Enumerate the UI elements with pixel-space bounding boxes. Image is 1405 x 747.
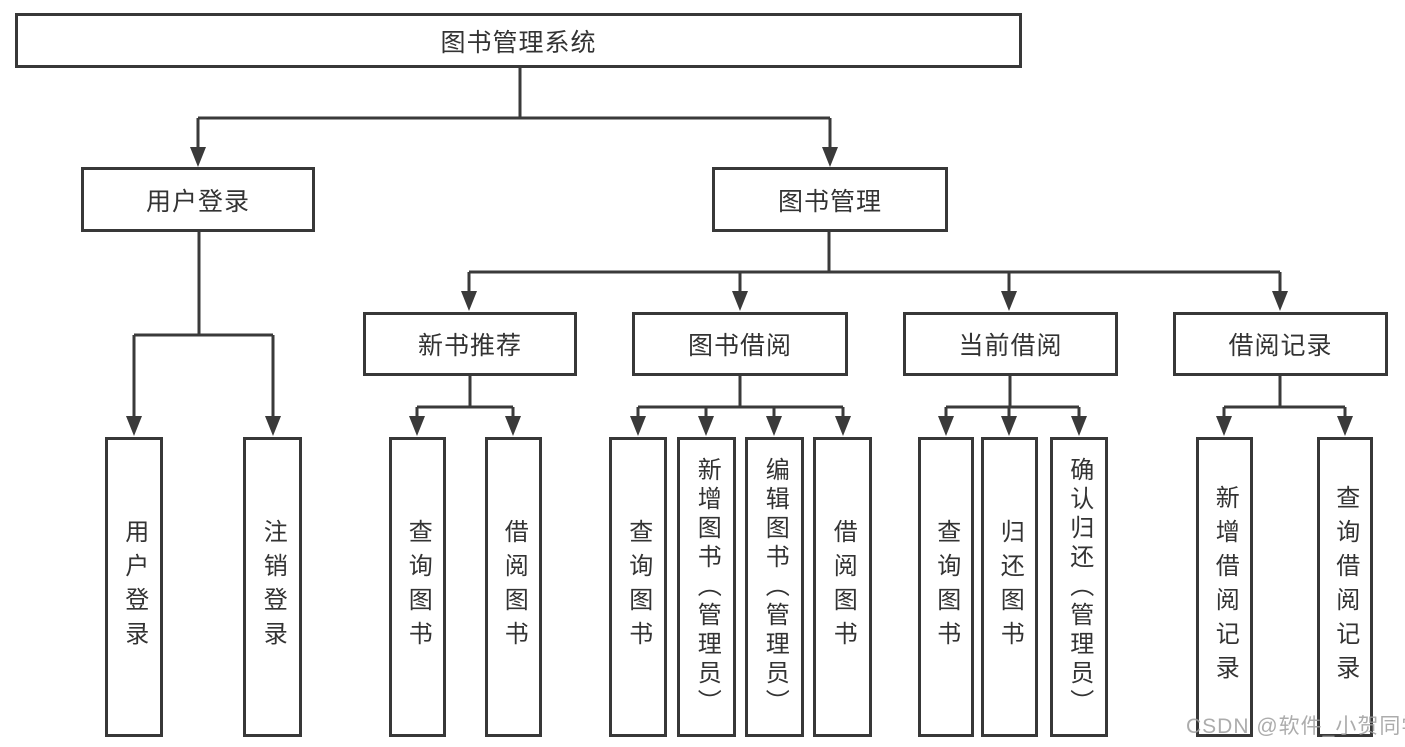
node-root-system: 图书管理系统 xyxy=(15,13,1022,68)
leaf-confirm-return-admin-label: 确认归还（管理员） xyxy=(1065,456,1093,718)
leaf-query-book-recommendation-label: 查询图书 xyxy=(404,519,432,655)
node-current-borrowing: 当前借阅 xyxy=(903,312,1118,376)
leaf-query-book-current: 查询图书 xyxy=(918,437,974,737)
leaf-add-borrow-record-label: 新增借阅记录 xyxy=(1211,485,1239,689)
node-book-management: 图书管理 xyxy=(712,167,948,232)
leaf-edit-book-admin: 编辑图书（管理员） xyxy=(745,437,804,737)
leaf-return-book-label: 归还图书 xyxy=(996,519,1024,655)
leaf-borrow-book-borrowing-label: 借阅图书 xyxy=(829,519,857,655)
leaf-query-borrow-record-label: 查询借阅记录 xyxy=(1331,485,1359,689)
node-book-borrowing: 图书借阅 xyxy=(632,312,848,376)
node-current-borrowing-label: 当前借阅 xyxy=(958,332,1063,360)
leaf-query-book-borrowing: 查询图书 xyxy=(609,437,667,737)
leaf-query-book-borrowing-label: 查询图书 xyxy=(624,519,652,655)
leaf-borrow-book-recommendation: 借阅图书 xyxy=(485,437,542,737)
leaf-logout-label: 注销登录 xyxy=(259,519,287,655)
leaf-query-book-recommendation: 查询图书 xyxy=(389,437,446,737)
leaf-borrow-book-borrowing: 借阅图书 xyxy=(813,437,872,737)
leaf-logout: 注销登录 xyxy=(243,437,302,737)
leaf-query-borrow-record: 查询借阅记录 xyxy=(1317,437,1373,737)
node-new-book-recommendation-label: 新书推荐 xyxy=(417,332,522,360)
leaf-user-login-label: 用户登录 xyxy=(120,519,148,655)
node-user-login: 用户登录 xyxy=(81,167,315,232)
node-book-management-label: 图书管理 xyxy=(777,187,882,216)
leaf-query-book-current-label: 查询图书 xyxy=(932,519,960,655)
leaf-borrow-book-recommendation-label: 借阅图书 xyxy=(500,519,528,655)
leaf-add-book-admin: 新增图书（管理员） xyxy=(677,437,736,737)
node-new-book-recommendation: 新书推荐 xyxy=(363,312,577,376)
leaf-add-borrow-record: 新增借阅记录 xyxy=(1196,437,1253,737)
leaf-return-book: 归还图书 xyxy=(981,437,1038,737)
node-user-login-label: 用户登录 xyxy=(145,187,250,216)
leaf-edit-book-admin-label: 编辑图书（管理员） xyxy=(761,456,789,718)
csdn-watermark: CSDN @软件_小贺同学 xyxy=(1186,715,1405,738)
node-borrowing-records-label: 借阅记录 xyxy=(1228,332,1333,360)
leaf-add-book-admin-label: 新增图书（管理员） xyxy=(693,456,721,718)
node-root-system-label: 图书管理系统 xyxy=(440,28,597,57)
node-book-borrowing-label: 图书借阅 xyxy=(687,332,792,360)
leaf-user-login: 用户登录 xyxy=(105,437,163,737)
leaf-confirm-return-admin: 确认归还（管理员） xyxy=(1050,437,1108,737)
node-borrowing-records: 借阅记录 xyxy=(1173,312,1388,376)
